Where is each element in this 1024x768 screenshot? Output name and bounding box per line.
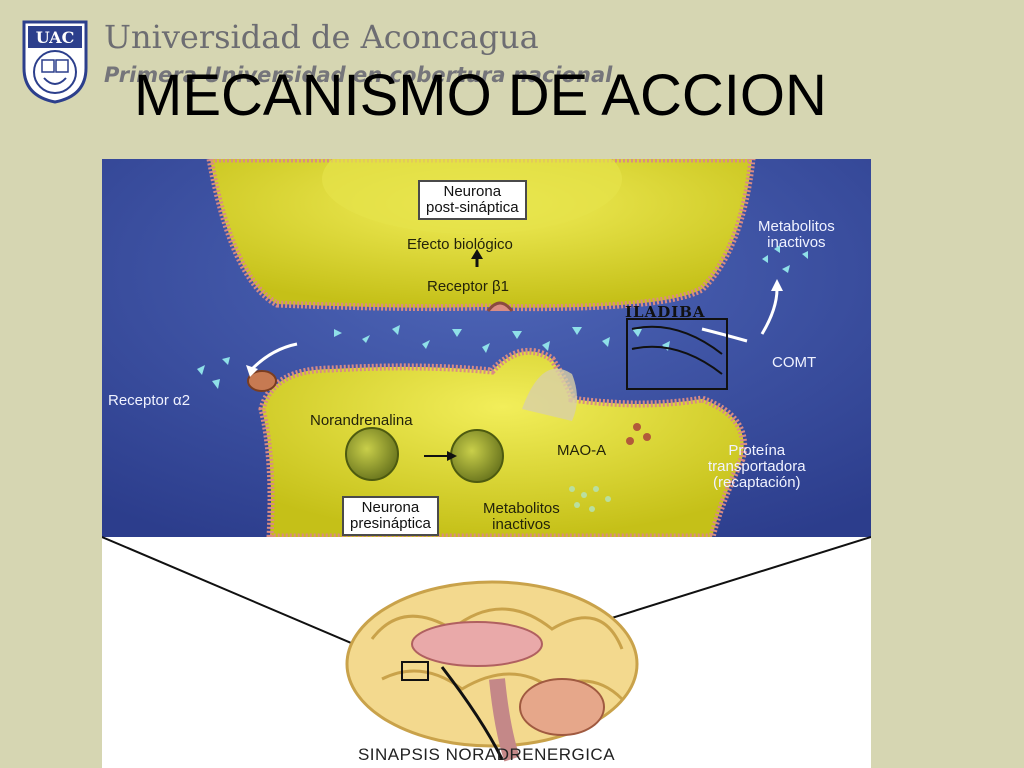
label-postsynaptic-neuron: Neurona post-sináptica (418, 180, 527, 220)
label-mao-a: MAO-A (557, 442, 607, 459)
logo-text: UAC (36, 28, 75, 47)
synapse-illustration (102, 159, 871, 768)
university-name: Universidad de Aconcagua (104, 18, 539, 56)
label-biological-effect: Efecto biológico (407, 236, 513, 253)
slide-title: MECANISMO DE ACCION (134, 63, 827, 128)
university-tagline: Primera Universidad en cobertura naciona… (104, 63, 613, 87)
label-inactive-metabolites-bottom: Metabolitos inactivos (483, 500, 560, 533)
figure-caption: SINAPSIS NORADRENERGICA (357, 745, 616, 764)
label-norepinephrine: Norandrenalina (310, 412, 413, 429)
label-comt: COMT (772, 354, 817, 371)
synapse-figure: Neurona post-sináptica Efecto biológico … (102, 159, 871, 768)
label-inactive-metabolites-top: Metabolitos inactivos (758, 218, 835, 251)
label-transporter-protein: Proteína transportadora (recaptación) (708, 442, 806, 491)
label-alpha2-receptor: Receptor α2 (108, 392, 191, 409)
label-presynaptic-neuron: Neurona presináptica (342, 496, 439, 536)
university-logo: UAC (20, 18, 90, 104)
watermark-text: ILADIBA (625, 303, 706, 321)
label-beta1-receptor: Receptor β1 (427, 278, 510, 295)
